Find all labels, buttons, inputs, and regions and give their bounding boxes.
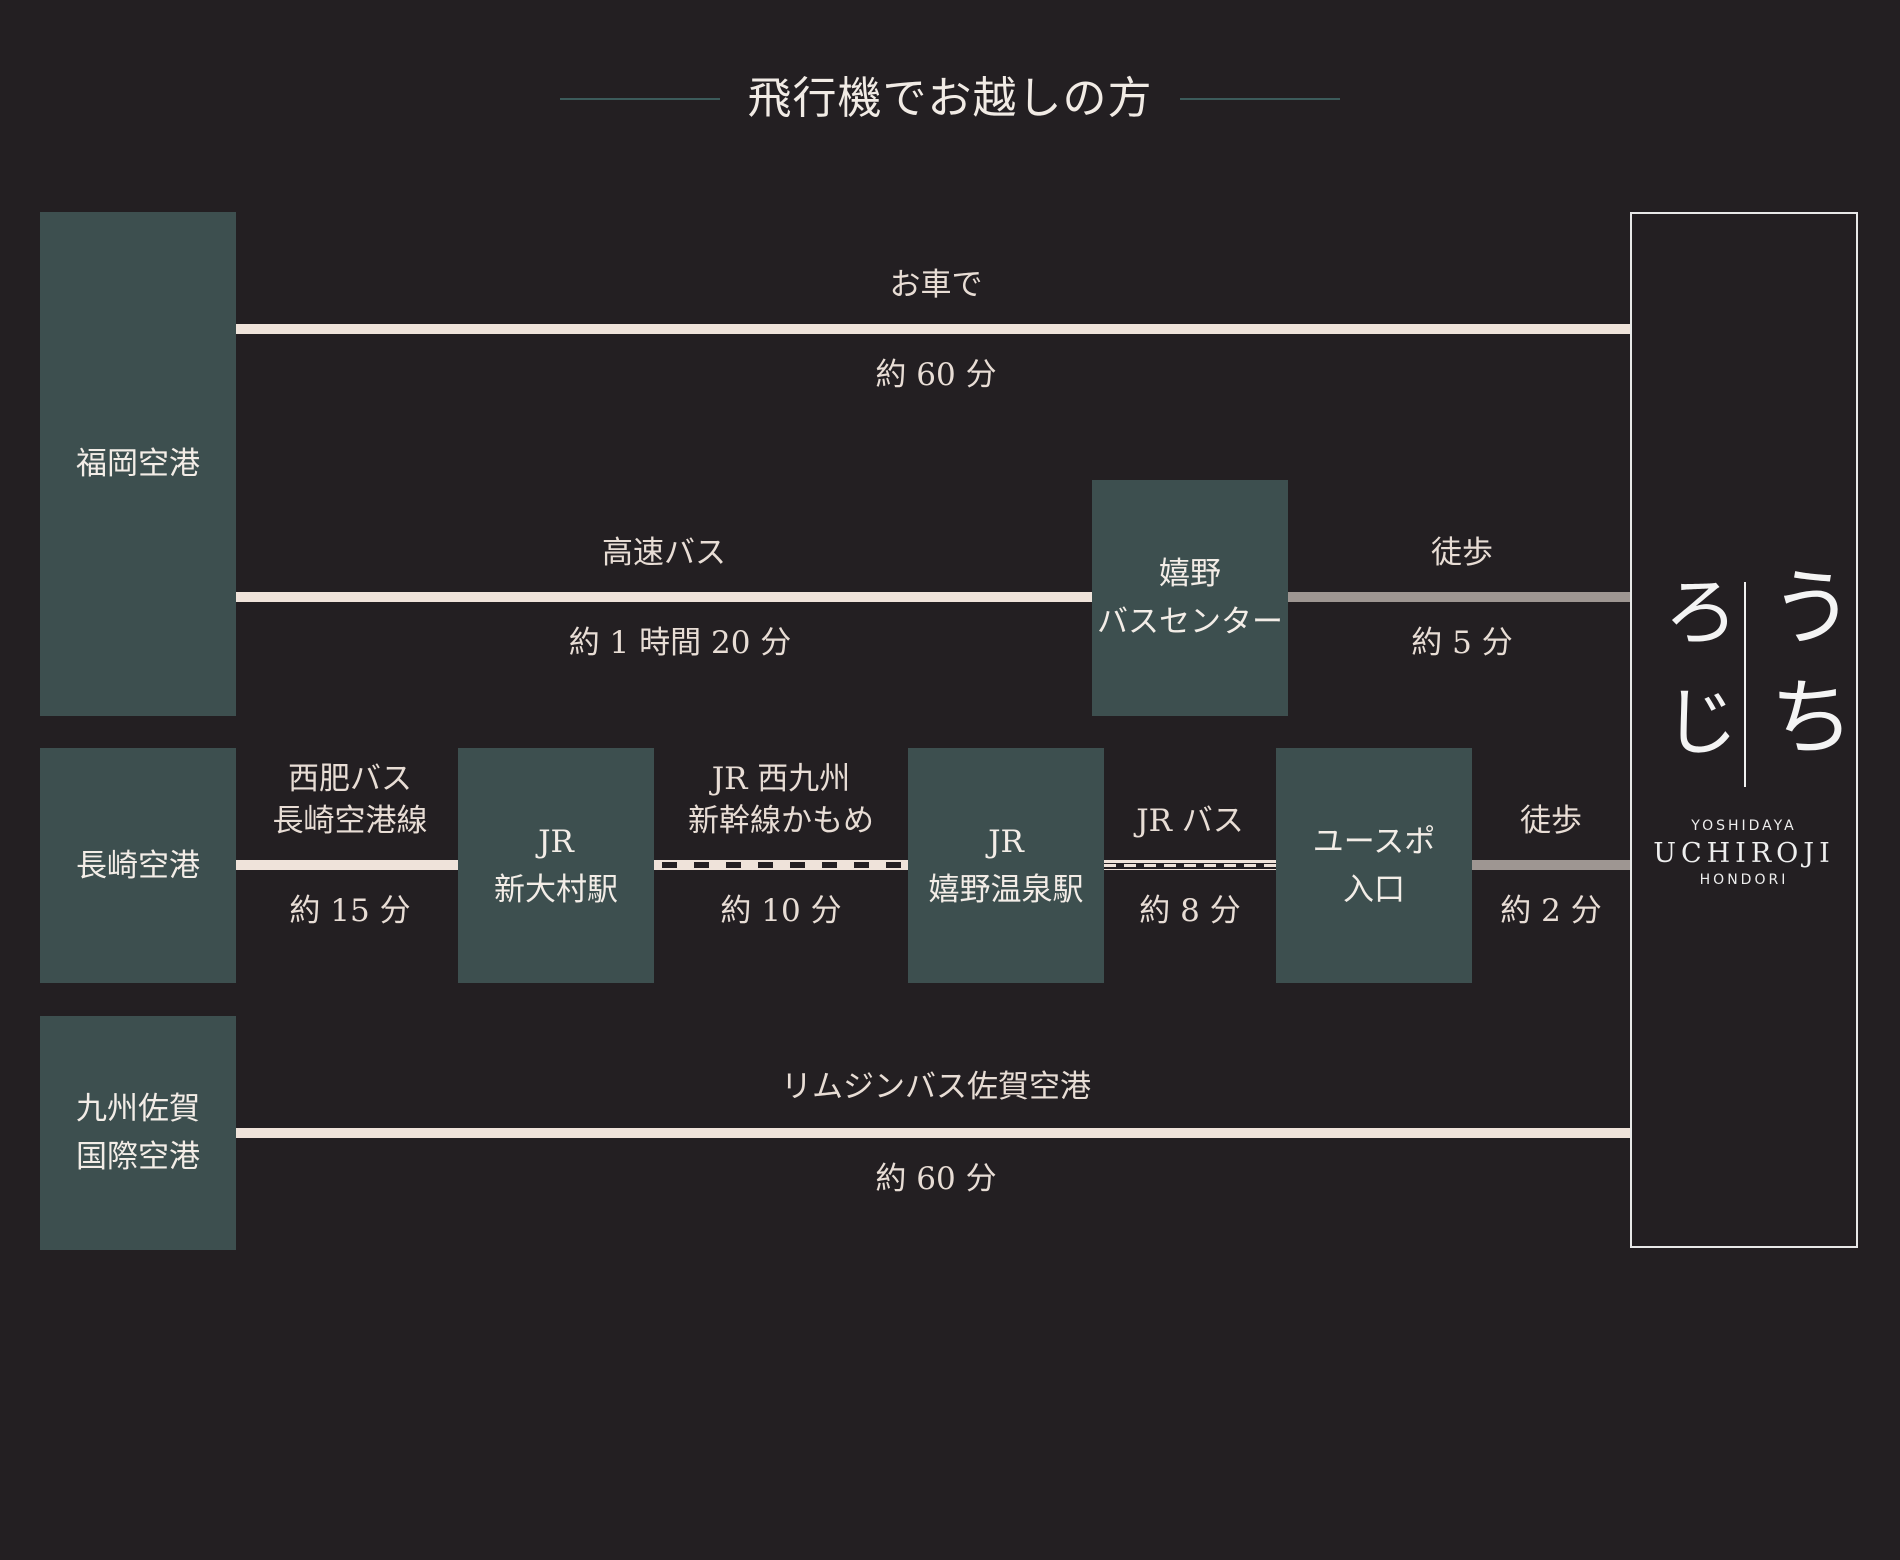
origin-fukuoka-airport: 福岡空港 bbox=[40, 212, 236, 716]
logo-brand-bottom: HONDORI bbox=[1699, 872, 1789, 888]
route-jr-bus-line bbox=[1104, 860, 1276, 870]
route-saihi-bus-label-line1: 西肥バス bbox=[288, 761, 412, 797]
route-highway-bus-time: 約 1 時間 20 分 bbox=[568, 625, 792, 661]
route-highway-bus-line bbox=[236, 592, 1092, 602]
route-limousine-line bbox=[236, 1128, 1630, 1138]
route-shinkansen-label-line2: 新幹線かもめ bbox=[688, 803, 874, 839]
station-jr-shin-omura: JR 新大村駅 bbox=[458, 748, 654, 983]
route-walk2-label: 徒歩 bbox=[1520, 803, 1582, 839]
station-jr-ureshino-onsen: JR 嬉野温泉駅 bbox=[908, 748, 1104, 983]
route-jr-bus-label: JR バス bbox=[1136, 803, 1244, 839]
origin-label-line1: 九州佐賀 bbox=[76, 1091, 200, 1127]
route-walk1-label: 徒歩 bbox=[1431, 535, 1493, 571]
title-rule-left bbox=[560, 98, 720, 100]
origin-label: 長崎空港 bbox=[76, 847, 200, 884]
section-header: 飛行機でお越しの方 bbox=[0, 62, 1900, 132]
route-saihi-bus-time: 約 15 分 bbox=[289, 893, 411, 929]
station-label-line2: バスセンター bbox=[1097, 604, 1283, 640]
route-saihi-bus-label-line2: 長崎空港線 bbox=[272, 803, 428, 839]
logo-kana-chi: ち bbox=[1770, 669, 1855, 767]
route-walk1-line bbox=[1288, 592, 1630, 602]
page-title: 飛行機でお越しの方 bbox=[747, 73, 1153, 124]
station-ureshino-bus-center: 嬉野 バスセンター bbox=[1092, 480, 1288, 716]
route-shinkansen-line bbox=[654, 860, 908, 870]
station-label-line2: 嬉野温泉駅 bbox=[928, 871, 1084, 908]
route-limousine-label: リムジンバス佐賀空港 bbox=[781, 1069, 1091, 1105]
route-car-line bbox=[236, 324, 1630, 334]
title-rule-right bbox=[1180, 98, 1340, 100]
route-car-label: お車で bbox=[889, 267, 983, 303]
logo-kana-u: う bbox=[1770, 559, 1855, 657]
route-highway-bus-label: 高速バス bbox=[602, 535, 726, 571]
logo-kana-ro: ろ bbox=[1664, 570, 1738, 656]
route-saihi-bus-line bbox=[236, 860, 458, 870]
route-walk2-line bbox=[1472, 860, 1630, 870]
origin-label: 福岡空港 bbox=[76, 446, 200, 482]
station-label-line1: JR bbox=[988, 823, 1024, 860]
logo-kana-ji: じ bbox=[1664, 680, 1738, 766]
origin-nagasaki-airport: 長崎空港 bbox=[40, 748, 236, 983]
logo-brand-main: UCHIROJI bbox=[1653, 838, 1835, 869]
logo-divider bbox=[1744, 582, 1746, 787]
route-walk1-time: 約 5 分 bbox=[1411, 625, 1513, 661]
station-yuspo-entrance: ユースポ 入口 bbox=[1276, 748, 1472, 983]
route-limousine-time: 約 60 分 bbox=[875, 1161, 997, 1197]
logo-brand-top: YOSHIDAYA bbox=[1691, 818, 1797, 834]
route-walk2-time: 約 2 分 bbox=[1500, 893, 1602, 929]
station-label-line1: ユースポ bbox=[1312, 823, 1436, 860]
route-car-time: 約 60 分 bbox=[875, 357, 997, 393]
origin-label-line2: 国際空港 bbox=[76, 1139, 200, 1175]
station-label-line1: JR bbox=[538, 823, 574, 860]
route-shinkansen-label-line1: JR 西九州 bbox=[711, 761, 851, 797]
route-shinkansen-time: 約 10 分 bbox=[720, 893, 842, 929]
destination-hotel bbox=[1630, 212, 1858, 1248]
origin-saga-airport: 九州佐賀 国際空港 bbox=[40, 1016, 236, 1250]
station-label-line2: 新大村駅 bbox=[494, 871, 618, 908]
station-label-line1: 嬉野 bbox=[1159, 556, 1221, 592]
station-label-line2: 入口 bbox=[1343, 871, 1405, 908]
route-jr-bus-time: 約 8 分 bbox=[1139, 893, 1241, 929]
